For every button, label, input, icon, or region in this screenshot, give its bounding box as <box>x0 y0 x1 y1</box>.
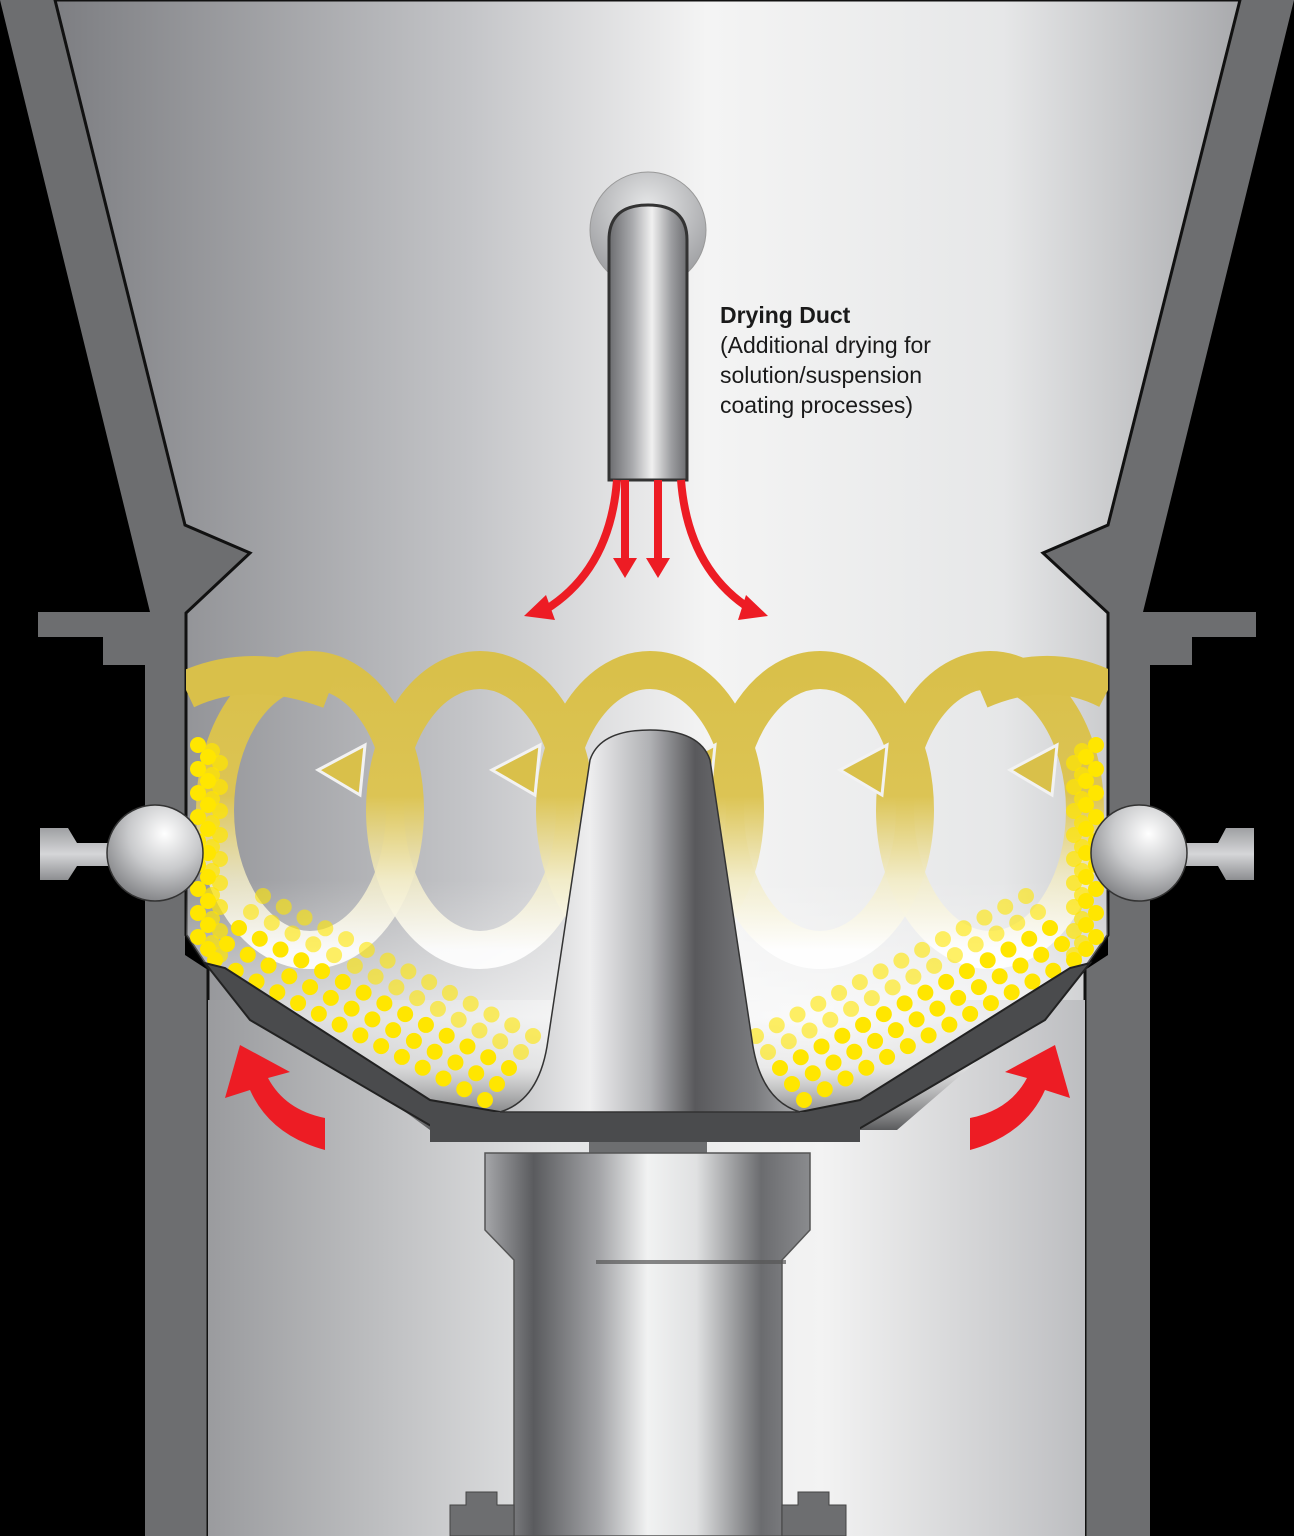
drying-duct-desc-line-3: coating processes) <box>720 392 914 418</box>
rotor-hub-plate <box>430 1112 860 1142</box>
drying-duct <box>589 171 707 482</box>
drying-air-arrows <box>542 479 755 614</box>
drying-duct-desc-line-1: (Additional drying for <box>720 332 931 358</box>
pellets-left <box>190 737 541 1108</box>
chamber-wall-left <box>0 0 250 1536</box>
spray-nozzle-right <box>1090 804 1254 902</box>
drying-air-arrowheads <box>524 558 768 620</box>
chamber-wall-right <box>1043 0 1294 1536</box>
drive-shaft <box>449 1142 847 1536</box>
center-cone <box>499 729 801 1113</box>
drying-duct-label: Drying Duct (Additional drying for solut… <box>720 300 931 420</box>
fluidizing-air-arrow-right <box>970 1045 1070 1150</box>
pellets-right <box>748 737 1104 1108</box>
fluidizing-air-arrow-left <box>225 1045 325 1150</box>
drying-duct-title: Drying Duct <box>720 302 851 328</box>
drying-duct-desc-line-2: solution/suspension <box>720 362 923 388</box>
spray-nozzle-left <box>40 804 204 902</box>
